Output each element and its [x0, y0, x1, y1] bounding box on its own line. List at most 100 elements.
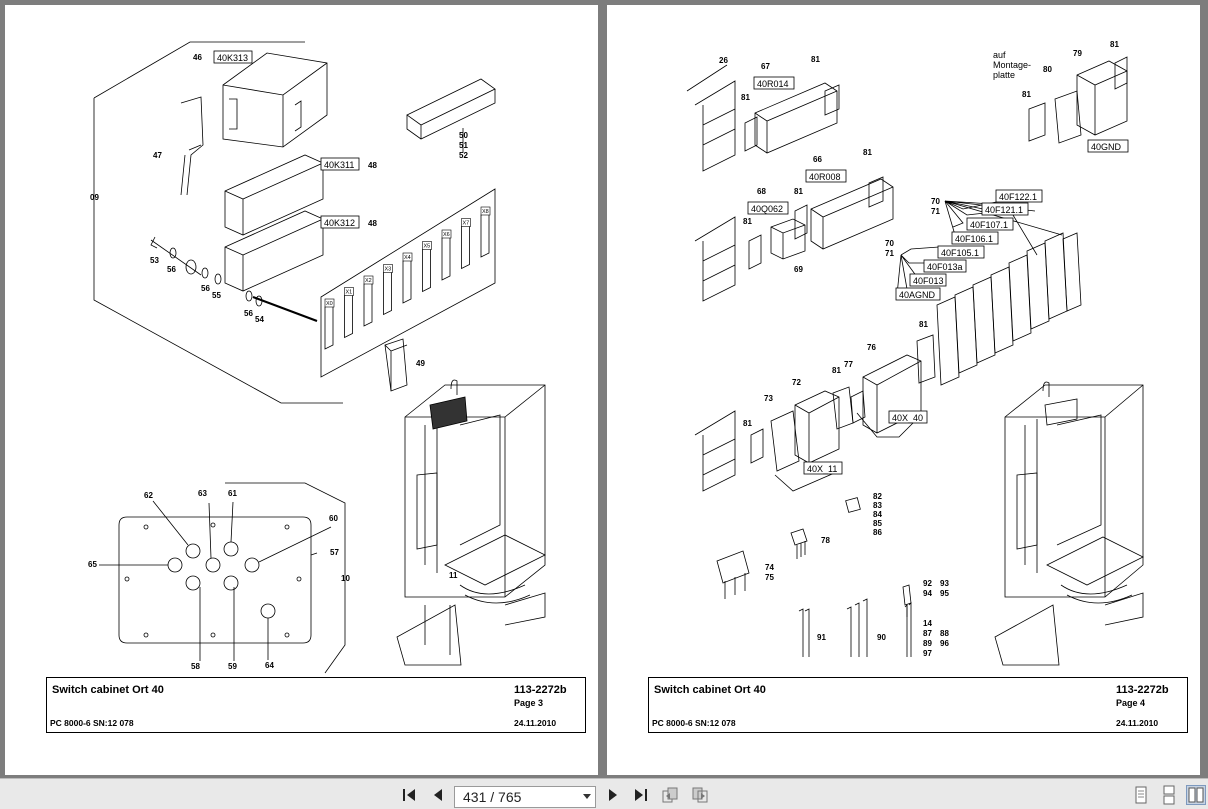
rail-label-box	[402, 252, 413, 262]
callout-81-e: 81	[743, 217, 752, 226]
title-block: Switch cabinet Ort 40 113-2272b Page 4 P…	[648, 677, 1188, 733]
callout-70-b: 70	[885, 239, 894, 248]
machine-model: PC 8000-6 SN:12 078	[50, 718, 134, 728]
terminal-rail	[441, 234, 451, 281]
callout-66: 66	[813, 155, 822, 164]
callout-81-g: 81	[1022, 90, 1031, 99]
callout-76: 76	[867, 343, 876, 352]
callout-65: 65	[88, 560, 97, 569]
callout-55: 55	[212, 291, 221, 300]
document-page-right: 40R014 40R008 40Q062 40GND 40F122.1 40F1…	[607, 5, 1200, 775]
label-40f013: 40F013	[913, 276, 944, 286]
rail-label: X8	[482, 209, 489, 215]
label-40f105-1: 40F105.1	[941, 248, 979, 258]
callout-56-c: 56	[244, 309, 253, 318]
label-40f107-1: 40F107.1	[970, 220, 1008, 230]
rail-label: X1	[346, 290, 353, 296]
callout-58: 58	[191, 662, 200, 671]
label-40x-11: 40X_11	[807, 464, 837, 474]
drawing-date: 24.11.2010	[1116, 718, 1159, 728]
callout-52: 52	[459, 151, 468, 160]
label-40r014: 40R014	[757, 79, 789, 89]
drawing-title: Switch cabinet Ort 40	[52, 684, 164, 696]
two-page-view-icon[interactable]	[1186, 785, 1206, 805]
continuous-view-icon[interactable]	[1159, 785, 1179, 805]
callout-96: 96	[940, 639, 949, 648]
callout-77: 77	[844, 360, 853, 369]
callout-26: 26	[719, 56, 728, 65]
callout-48-top: 48	[368, 161, 377, 170]
rail-label-box	[344, 287, 354, 296]
callout-80: 80	[1043, 65, 1052, 74]
callout-14: 14	[923, 619, 932, 628]
exploded-parts-drawing-right: 40R014 40R008 40Q062 40GND 40F122.1 40F1…	[686, 40, 1144, 666]
prev-page-icon[interactable]	[428, 785, 448, 805]
callout-91: 91	[817, 633, 826, 642]
callout-84: 84	[873, 510, 882, 519]
rail-label: X7	[463, 221, 470, 227]
terminal-rail	[461, 222, 470, 270]
title-block: Switch cabinet Ort 40 113-2272b Page 3 P…	[46, 677, 586, 733]
first-page-icon[interactable]	[400, 785, 420, 805]
callout-81-f: 81	[1110, 40, 1119, 49]
rail-label: X2	[365, 278, 372, 284]
rail-label-box	[324, 298, 335, 308]
rail-label-box	[441, 229, 452, 239]
machine-model: PC 8000-6 SN:12 078	[652, 718, 736, 728]
callout-62: 62	[144, 491, 153, 500]
callout-95: 95	[940, 589, 949, 598]
callout-81-j: 81	[743, 419, 752, 428]
note-line-1: auf	[993, 50, 1006, 60]
callout-64: 64	[265, 661, 274, 670]
callout-83: 83	[873, 501, 882, 510]
chevron-down-icon	[583, 794, 591, 799]
callout-86: 86	[873, 528, 882, 537]
note-line-3: platte	[993, 70, 1015, 80]
callout-47: 47	[153, 151, 162, 160]
last-page-icon[interactable]	[630, 785, 650, 805]
history-back-icon[interactable]	[660, 785, 680, 805]
label-40f121-1: 40F121.1	[985, 205, 1023, 215]
callout-90: 90	[877, 633, 886, 642]
callout-63: 63	[198, 489, 207, 498]
callout-56-a: 56	[167, 265, 176, 274]
drawing-date: 24.11.2010	[514, 718, 557, 728]
callout-49: 49	[416, 359, 425, 368]
terminal-rail	[422, 245, 431, 293]
terminal-rail	[324, 303, 334, 350]
label-40q062: 40Q062	[751, 204, 783, 214]
callout-89: 89	[923, 639, 932, 648]
label-40x-40: 40X_40	[892, 413, 923, 423]
terminal-rail	[480, 211, 490, 258]
history-forward-icon[interactable]	[690, 785, 710, 805]
drawing-title: Switch cabinet Ort 40	[654, 684, 766, 696]
callout-81-a: 81	[811, 55, 820, 64]
callout-68: 68	[757, 187, 766, 196]
terminal-rail	[344, 291, 353, 339]
rail-label-box	[383, 264, 393, 273]
callout-73: 73	[764, 394, 773, 403]
terminal-rail	[363, 280, 373, 327]
callout-93: 93	[940, 579, 949, 588]
note-line-2: Montage-	[993, 60, 1031, 70]
page-number-select[interactable]: 431 / 765	[454, 786, 596, 808]
page-label: Page 4	[1116, 698, 1146, 708]
callout-81-c: 81	[863, 148, 872, 157]
rail-label-box	[363, 275, 374, 285]
label-40k311: 40K311	[324, 160, 354, 170]
single-page-view-icon[interactable]	[1131, 785, 1151, 805]
next-page-icon[interactable]	[603, 785, 623, 805]
callout-72: 72	[792, 378, 801, 387]
callout-51: 51	[459, 141, 468, 150]
callout-50: 50	[459, 131, 468, 140]
callout-67: 67	[761, 62, 770, 71]
callout-92: 92	[923, 579, 932, 588]
callout-09: 09	[90, 193, 99, 202]
document-number: 113-2272b	[1116, 684, 1169, 696]
callout-56-b: 56	[201, 284, 210, 293]
terminal-rail	[383, 268, 392, 316]
callout-46: 46	[193, 53, 202, 62]
callout-48-bottom: 48	[368, 219, 377, 228]
